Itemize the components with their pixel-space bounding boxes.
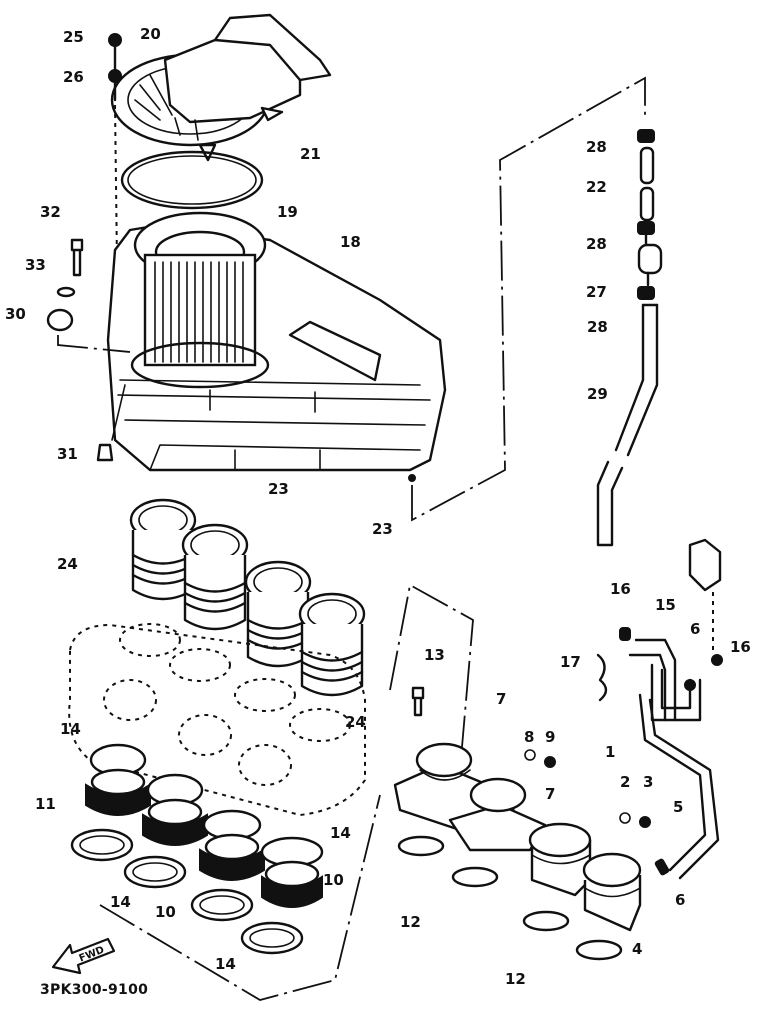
- callout-27: 27: [586, 283, 607, 301]
- callout-14c: 14: [110, 893, 131, 911]
- washer-33: [56, 286, 76, 298]
- callout-28c: 28: [587, 318, 608, 336]
- callout-16b: 16: [730, 638, 751, 656]
- callout-23b: 23: [372, 520, 393, 538]
- carburetor-outline: [68, 623, 366, 817]
- forward-arrow-icon: FWD: [51, 937, 116, 975]
- o-ring: [120, 150, 264, 210]
- callout-8: 8: [524, 728, 535, 746]
- washer-26: [108, 69, 122, 83]
- drawing-code: 3PK300-9100: [40, 982, 149, 998]
- hose-5: [638, 693, 720, 880]
- callout-6a: 6: [690, 620, 701, 638]
- callout-25: 25: [63, 28, 84, 46]
- gasket-12a: [397, 835, 445, 857]
- intake-manifolds: [393, 742, 651, 932]
- callout-10b: 10: [155, 903, 176, 921]
- callout-6b: 6: [675, 891, 686, 909]
- callout-19: 19: [277, 203, 298, 221]
- callout-12a: 12: [400, 913, 421, 931]
- gasket-12b: [451, 866, 499, 888]
- bolt-32: [70, 238, 84, 277]
- filter-element: [130, 211, 270, 389]
- callout-7a: 7: [496, 690, 507, 708]
- grommet-30: [46, 308, 74, 332]
- intake-funnels: [129, 498, 366, 697]
- clip-17: [596, 653, 608, 702]
- callout-18: 18: [340, 233, 361, 251]
- callout-14b: 14: [330, 824, 351, 842]
- callout-29: 29: [587, 385, 608, 403]
- callout-21: 21: [300, 145, 321, 163]
- callout-5: 5: [673, 798, 684, 816]
- hose-22: [639, 146, 655, 185]
- callout-1: 1: [605, 743, 616, 761]
- callout-22: 22: [586, 178, 607, 196]
- callout-23a: 23: [268, 480, 289, 498]
- callout-30: 30: [5, 305, 26, 323]
- callout-31: 31: [57, 445, 78, 463]
- callout-16a: 16: [610, 580, 631, 598]
- callout-20: 20: [140, 25, 161, 43]
- callout-17: 17: [560, 653, 581, 671]
- callout-11: 11: [35, 795, 56, 813]
- callout-28a: 28: [586, 138, 607, 156]
- callout-32: 32: [40, 203, 61, 221]
- callout-28b: 28: [586, 235, 607, 253]
- callout-24b: 24: [345, 713, 366, 731]
- joint-27: [637, 243, 663, 275]
- clip-28a: [637, 129, 655, 143]
- bracket: [688, 538, 722, 592]
- callout-26: 26: [63, 68, 84, 86]
- callout-33: 33: [25, 256, 46, 274]
- hose-29: [614, 303, 659, 457]
- callout-15: 15: [655, 596, 676, 614]
- gasket-12d: [575, 939, 623, 961]
- callout-14a: 14: [60, 720, 81, 738]
- callout-13: 13: [424, 646, 445, 664]
- callout-2: 2: [620, 773, 631, 791]
- callout-7b: 7: [545, 785, 556, 803]
- callout-24a: 24: [57, 555, 78, 573]
- callout-9: 9: [545, 728, 556, 746]
- callout-4: 4: [632, 940, 643, 958]
- callout-12b: 12: [505, 970, 526, 988]
- clip-28b: [637, 221, 655, 235]
- clip-28c: [637, 286, 655, 300]
- callout-3: 3: [643, 773, 654, 791]
- drain-plug-31: [96, 443, 114, 462]
- hose-15: [628, 638, 677, 722]
- carburetor-joints: [70, 743, 324, 955]
- callout-10a: 10: [323, 871, 344, 889]
- callout-14d: 14: [215, 955, 236, 973]
- screw-25: [108, 33, 122, 47]
- gasket-12c: [522, 910, 570, 932]
- bolt-13: [411, 686, 425, 717]
